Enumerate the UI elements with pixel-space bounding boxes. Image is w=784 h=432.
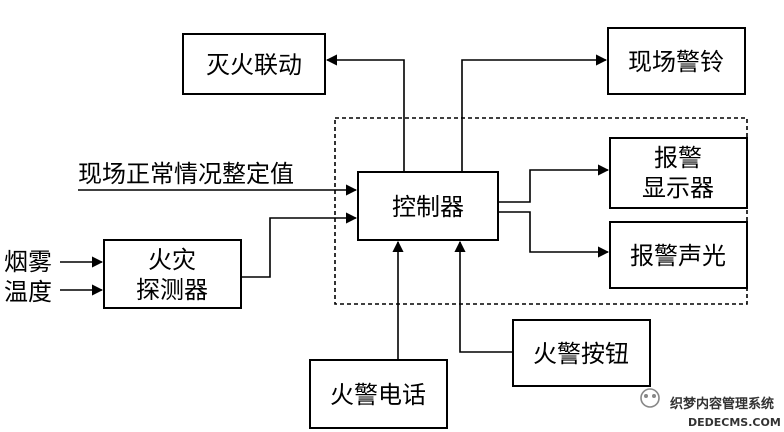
alarm-display-label-line1: 报警 [654,144,702,172]
setpoint-input-label: 现场正常情况整定值 [78,160,294,188]
arrow-controller-to-alarm-sound-light [498,211,610,258]
arrow-button-to-controller [454,240,513,353]
alarm-sound-light-label: 报警声光 [630,242,726,270]
arrow-controller-to-alarm-display [498,164,610,203]
arrow-detector-to-controller [241,212,358,278]
fire-detector-box: 火灾 探测器 [103,239,242,309]
watermark: 织梦内容管理系统 DEDECMS.COM [640,388,781,429]
watermark-line2: DEDECMS.COM [688,416,781,429]
controller-box: 控制器 [357,171,499,241]
temperature-input-label: 温度 [4,278,52,306]
alarm-display-box: 报警 显示器 [609,137,748,209]
site-bell-label: 现场警铃 [628,48,724,76]
extinguish-link-label: 灭火联动 [206,51,302,79]
fire-alarm-button-label: 火警按钮 [533,340,629,368]
smoke-input-label: 烟雾 [4,248,52,276]
watermark-logo-icon [640,388,660,408]
watermark-line1: 织梦内容管理系统 [670,396,774,412]
site-bell-box: 现场警铃 [607,27,746,95]
extinguish-link-box: 灭火联动 [182,33,326,95]
fire-detector-label-line2: 探测器 [136,276,208,304]
controller-group-dashed-border [334,117,748,305]
controller-label: 控制器 [392,193,464,221]
arrow-controller-to-site-bell [461,54,608,172]
fire-detector-label-line1: 火灾 [148,246,196,274]
fire-alarm-phone-box: 火警电话 [309,359,448,429]
arrow-controller-to-extinguish-link [325,54,405,172]
alarm-sound-light-box: 报警声光 [609,221,748,289]
fire-alarm-button-box: 火警按钮 [512,319,651,387]
fire-alarm-phone-label: 火警电话 [330,381,426,409]
alarm-display-label-line2: 显示器 [642,174,714,202]
